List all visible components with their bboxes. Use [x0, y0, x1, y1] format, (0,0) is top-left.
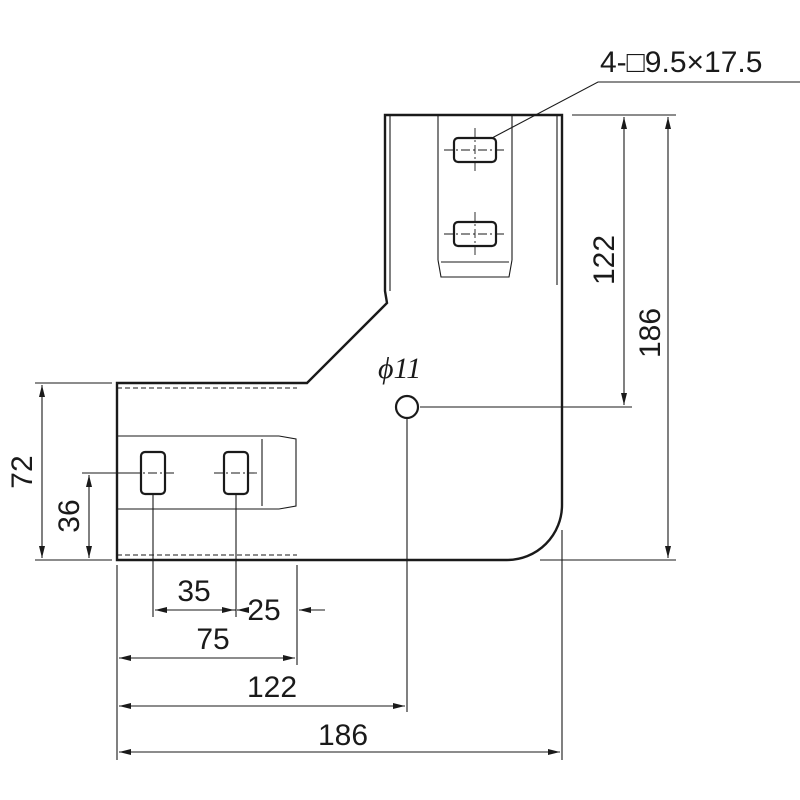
dim-horizontal-inner-label: 122: [247, 671, 297, 704]
top-arm-flange: [384, 115, 563, 295]
left-slot-1: [131, 450, 175, 496]
slot-callout-label: 4-□9.5×17.5: [600, 46, 762, 79]
dim-slot-edge-label: 25: [247, 594, 280, 627]
dim-left-height-label: 72: [6, 455, 39, 488]
hole-diameter-label: ϕ11: [378, 352, 421, 385]
dim-left-height: 72: [6, 382, 112, 561]
dim-left-half: 36: [53, 472, 131, 558]
dim-left-half-label: 36: [53, 499, 86, 532]
top-slot-2: [444, 212, 506, 256]
dim-vertical-outer-label: 186: [634, 308, 667, 358]
bottom-extension-lines: [116, 418, 563, 760]
slot-callout: 4-□9.5×17.5: [491, 46, 800, 139]
dim-horizontal-inner: 122: [119, 671, 405, 709]
dim-horizontal-outer: 186: [119, 719, 560, 755]
left-slot-2: [214, 450, 258, 496]
dim-slot-pitch: 35: [155, 575, 234, 613]
dim-vertical-inner-label: 122: [588, 235, 621, 285]
part-outline: [115, 113, 564, 562]
top-slot-1: [444, 128, 506, 172]
dim-first-span-label: 75: [196, 623, 229, 656]
dim-first-span: 75: [119, 623, 295, 661]
left-arm-flange: [117, 387, 297, 556]
dim-slot-edge: 25: [226, 594, 325, 627]
dim-horizontal-outer-label: 186: [318, 719, 368, 752]
center-hole: [394, 394, 420, 420]
dim-vertical-outer: 186: [540, 114, 676, 561]
dim-slot-pitch-label: 35: [177, 575, 210, 608]
dim-vertical-inner: 122: [420, 114, 632, 408]
